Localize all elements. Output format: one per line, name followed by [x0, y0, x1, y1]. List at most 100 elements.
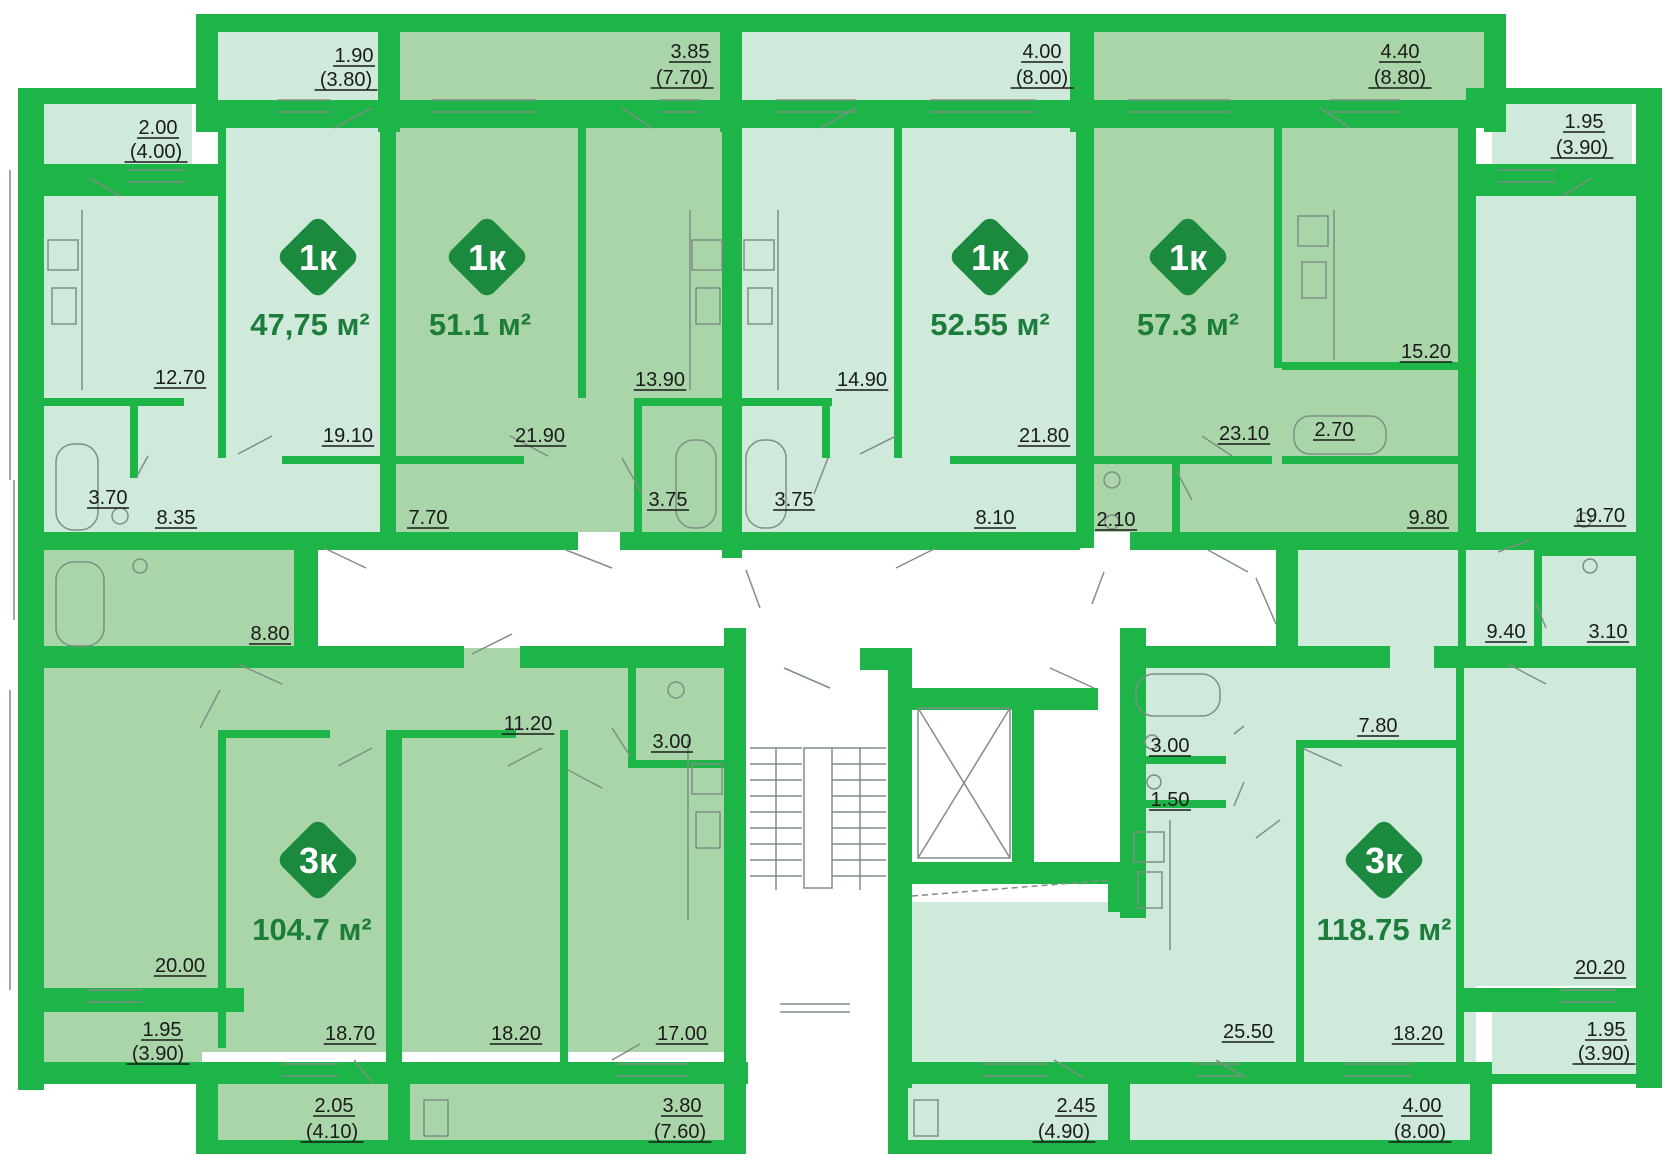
room-area-label: (4.00) [130, 141, 182, 163]
room-area-label: 15.20 [1401, 341, 1451, 363]
apartment-type-badge-icon [279, 218, 357, 296]
kitchen-sink-icon [1137, 871, 1163, 909]
room-area-label: 8.35 [157, 507, 196, 529]
apartment-type-badge-icon [448, 218, 526, 296]
stove-icon [47, 239, 79, 271]
room-area-label: 2.00 [139, 117, 178, 139]
room-area-label: 19.70 [1575, 505, 1625, 527]
room-area-label: (7.70) [656, 67, 708, 89]
room-area-label: 20.00 [155, 955, 205, 977]
bathtub-icon [1135, 673, 1221, 717]
stairs-right [832, 747, 886, 877]
toilet-icon [1104, 514, 1120, 530]
room-area-label: 23.10 [1219, 423, 1269, 445]
room-area-labels: 1.90(3.80)3.85(7.70)4.00(8.00)4.40(8.80)… [87, 41, 1636, 1143]
room-area-label: 4.00 [1023, 41, 1062, 63]
room-area-label: 3.85 [671, 41, 710, 63]
room-area-label: 7.70 [409, 507, 448, 529]
room-area-label: 1.95 [1565, 111, 1604, 133]
room-area-label: 14.90 [837, 369, 887, 391]
apartment-total-area: 57.3 м² [1137, 307, 1239, 342]
balcony-cabinet-icon [423, 1099, 449, 1137]
apartment-total-area: 51.1 м² [429, 307, 531, 342]
apartment-total-area: 47,75 м² [250, 307, 369, 342]
apartment-type: 1к [299, 237, 338, 278]
room-area-label: (4.90) [1038, 1121, 1090, 1143]
room-area-label: 20.20 [1575, 957, 1625, 979]
apartment-type: 3к [1365, 840, 1404, 881]
room-area-label: 21.80 [1019, 425, 1069, 447]
room-area-label: 3.70 [89, 487, 128, 509]
bathtub-icon [55, 561, 105, 647]
room-area-label: 9.40 [1487, 621, 1526, 643]
room-area-label: 3.00 [1151, 735, 1190, 757]
room-area-label: (8.00) [1016, 67, 1068, 89]
room-area-label: (3.90) [1556, 137, 1608, 159]
bathtub-icon [1293, 415, 1387, 455]
kitchen-sink-icon [747, 287, 773, 325]
balcony-top-4 [1094, 32, 1484, 100]
stove-icon [691, 763, 723, 795]
room-area-label: 1.50 [1151, 789, 1190, 811]
balcony-top-3 [742, 32, 1070, 100]
room-area-label: (4.10) [306, 1121, 358, 1143]
room-area-label: 2.10 [1097, 509, 1136, 531]
apartment-type: 1к [1169, 237, 1208, 278]
room-area-label: (3.90) [1578, 1043, 1630, 1065]
room-area-label: (3.90) [132, 1043, 184, 1065]
room-area-label: 4.40 [1381, 41, 1420, 63]
room-area-label: 21.90 [515, 425, 565, 447]
room-area-label: 8.80 [251, 623, 290, 645]
room-area-label: 3.80 [663, 1095, 702, 1117]
kitchen-sink-icon [1301, 261, 1327, 299]
room-area-label: 18.70 [325, 1023, 375, 1045]
room-area-label: 12.70 [155, 367, 205, 389]
apartment-type-badge-icon [1345, 821, 1423, 899]
apartment-type-badge-icon [1149, 218, 1227, 296]
apartment-type: 3к [299, 840, 338, 881]
fixtures [9, 99, 1616, 1137]
room-area-label: 2.05 [315, 1095, 354, 1117]
sink-icon [1146, 774, 1162, 790]
toilet-icon [1576, 512, 1592, 528]
room-area-label: 25.50 [1223, 1021, 1273, 1043]
sink-icon [1582, 558, 1598, 574]
sink-icon [1103, 471, 1121, 489]
room-area-label: 1.90 [335, 45, 374, 67]
room-area-label: 18.20 [1393, 1023, 1443, 1045]
room-fills [26, 32, 1636, 1144]
balcony-right-top [1492, 104, 1632, 164]
kitchen-sink-icon [51, 287, 77, 325]
bathtub-icon [55, 443, 99, 531]
stove-icon [1297, 215, 1329, 247]
room-area-label: 1.95 [143, 1019, 182, 1041]
apartment-type-badge-icon [279, 821, 357, 899]
balcony-bottom-1 [218, 1082, 388, 1144]
room-area-label: 1.95 [1587, 1019, 1626, 1041]
room-area-label: (3.80) [320, 69, 372, 91]
kitchen-sink-icon [695, 811, 721, 849]
room-area-label: 11.20 [504, 713, 553, 735]
room-area-label: 7.80 [1359, 715, 1398, 737]
room-area-label: 3.10 [1589, 621, 1628, 643]
elevator-shaft-icon [917, 707, 1011, 859]
bathtub-icon [745, 439, 787, 529]
room-area-label: 19.10 [323, 425, 373, 447]
apt3-rooms [742, 128, 1076, 532]
stairwell [746, 672, 888, 988]
room-area-label: (8.00) [1394, 1121, 1446, 1143]
room-area-label: 13.90 [635, 369, 685, 391]
sink-icon [132, 558, 148, 574]
balcony-bottom-3 [900, 1082, 1108, 1144]
room-area-label: 4.00 [1403, 1095, 1442, 1117]
balcony-left-top [26, 104, 192, 164]
common-corridor [318, 548, 1276, 648]
apt6-right-rooms [1476, 196, 1636, 986]
room-area-label: (7.60) [654, 1121, 706, 1143]
stove-icon [1133, 831, 1165, 863]
apartment-type: 1к [971, 237, 1010, 278]
balcony-bottom-2 [410, 1082, 724, 1144]
apartment-total-area: 118.75 м² [1317, 912, 1452, 947]
apt2-rooms [394, 128, 722, 532]
